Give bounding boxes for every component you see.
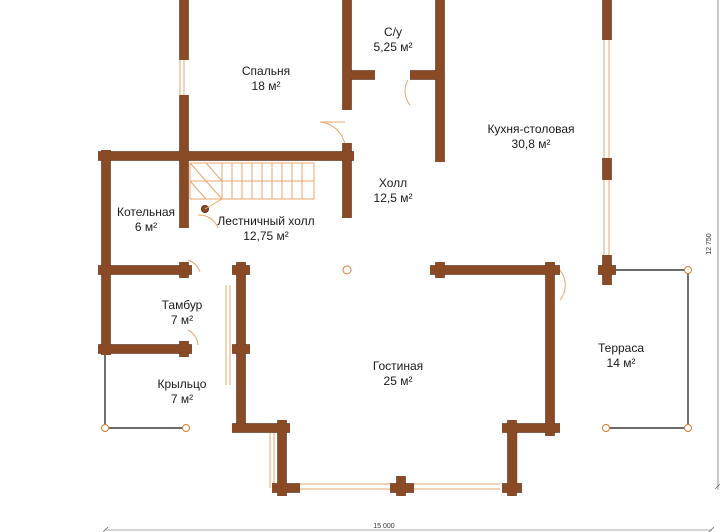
room-name: Крыльцо <box>158 377 207 391</box>
room-area: 25 м² <box>384 374 413 388</box>
room-name: Кухня-столовая <box>487 122 574 136</box>
room-name: С/у <box>384 25 402 39</box>
room-stair-hall: Лестничный холл 12,75 м² <box>217 214 314 243</box>
room-area: 7 м² <box>171 313 193 327</box>
room-porch: Крыльцо 7 м² <box>158 377 207 406</box>
room-hall: Холл 12,5 м² <box>374 176 413 205</box>
dimension-height: 12 750 <box>706 233 713 255</box>
dimension-lines <box>102 0 720 532</box>
terrace-outline <box>606 269 689 429</box>
room-boiler: Котельная 6 м² <box>117 205 175 234</box>
room-area: 30,8 м² <box>512 137 551 151</box>
dimension-width: 15 000 <box>373 523 395 530</box>
room-kitchen: Кухня-столовая 30,8 м² <box>487 122 574 151</box>
room-area: 18 м² <box>252 79 281 93</box>
room-vestibule: Тамбур 7 м² <box>162 298 203 327</box>
room-name: Котельная <box>117 205 175 219</box>
room-name: Тамбур <box>162 298 203 312</box>
room-living: Гостиная 25 м² <box>373 359 423 388</box>
room-area: 5,25 м² <box>374 40 413 54</box>
room-spalnya: Спальня 18 м² <box>242 64 290 93</box>
room-name: Лестничный холл <box>217 214 314 228</box>
room-name: Холл <box>379 176 407 190</box>
room-name: Терраса <box>598 341 644 355</box>
room-area: 12,5 м² <box>374 191 413 205</box>
posts <box>101 265 692 432</box>
room-area: 12,75 м² <box>243 229 289 243</box>
room-area: 7 м² <box>171 392 193 406</box>
room-terrace: Терраса 14 м² <box>598 341 644 370</box>
room-area: 6 м² <box>135 220 157 234</box>
log-walls <box>98 0 616 496</box>
room-name: Гостиная <box>373 359 423 373</box>
window-lines <box>179 40 610 490</box>
staircase <box>189 162 315 213</box>
room-su: С/у 5,25 м² <box>374 25 413 54</box>
door-arcs <box>187 79 566 346</box>
room-name: Спальня <box>242 64 290 78</box>
room-area: 14 м² <box>607 356 636 370</box>
